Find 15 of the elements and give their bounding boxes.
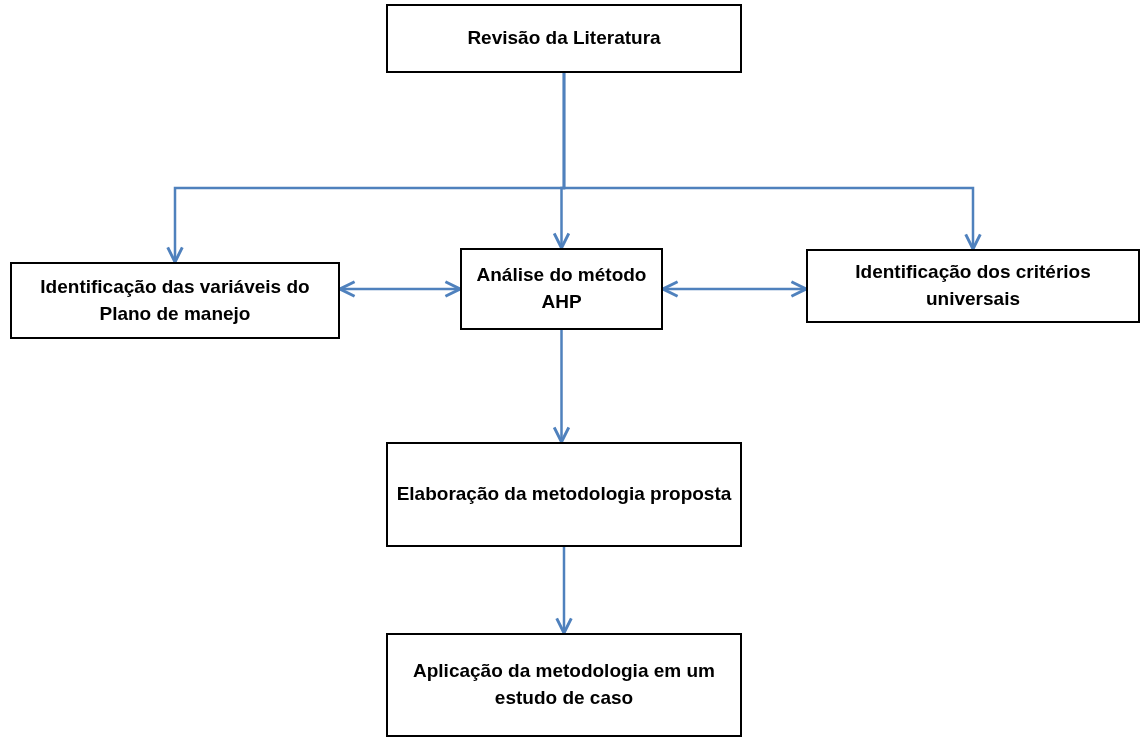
process-box — [386, 633, 742, 737]
box-label: Elaboração da metodologia proposta — [395, 482, 733, 507]
process-box — [386, 442, 742, 547]
box-label: Revisão da Literatura — [466, 26, 662, 51]
box-label: Identificação das variáveis do Plano de manejo — [39, 274, 311, 326]
process-box — [386, 4, 742, 73]
box-label: Identificação dos critérios universais — [854, 260, 1092, 311]
process-box — [460, 248, 663, 330]
box-label: Aplicação da metodologia em um estudo de caso — [412, 659, 716, 710]
box-label: Análise do método AHP — [475, 263, 648, 314]
process-box — [10, 262, 340, 339]
arrow — [555, 547, 573, 635]
arrow — [552, 330, 571, 444]
arrow — [562, 73, 982, 251]
process-box — [806, 249, 1140, 323]
